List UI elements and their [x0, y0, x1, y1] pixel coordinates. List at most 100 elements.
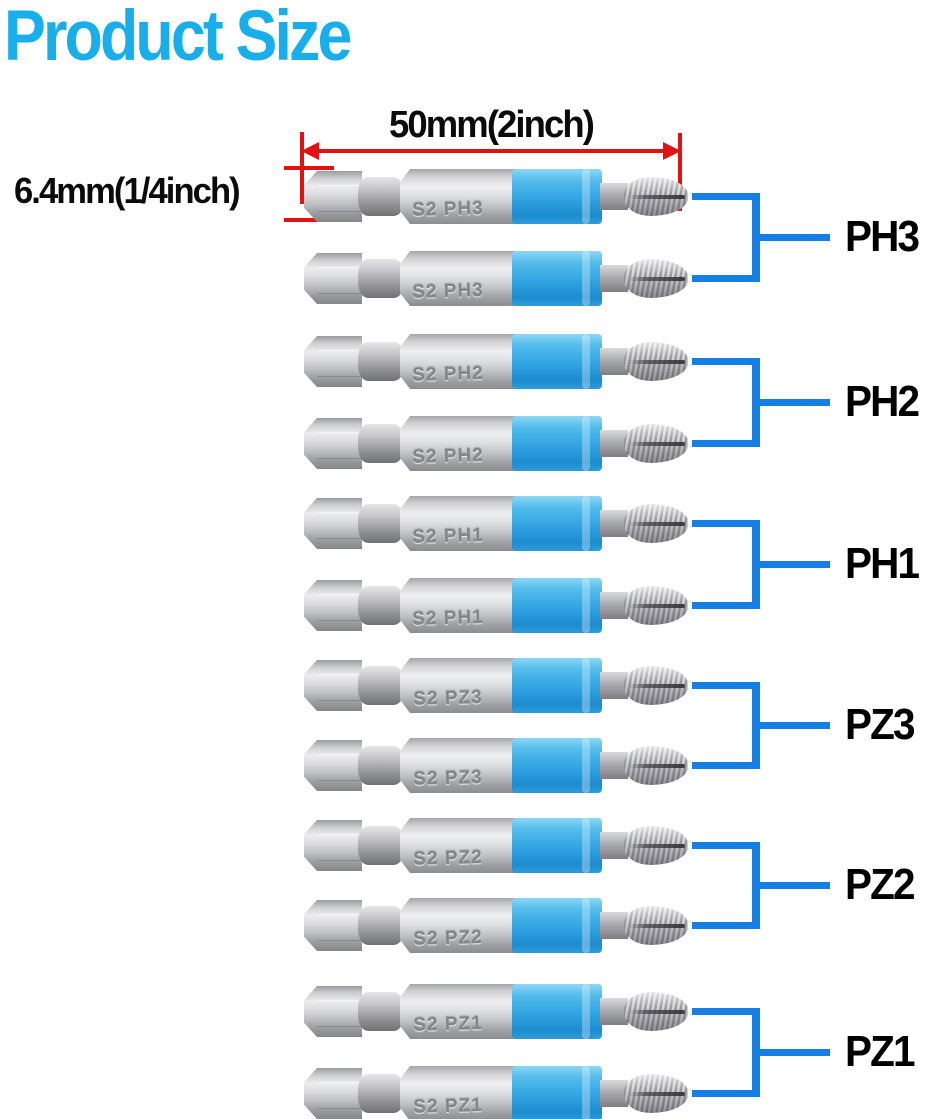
bit-hex-shank — [304, 660, 362, 711]
bit-marking-label: S2 PH1 — [411, 607, 484, 630]
bit-marking-label: S2 PZ2 — [413, 847, 483, 870]
arrowhead-right-icon — [663, 142, 681, 160]
bit-magnetic-ring — [512, 416, 602, 471]
bit-phillips-tip — [624, 906, 688, 945]
bit-neck-groove — [358, 1074, 404, 1113]
bracket-line-bottom — [692, 1090, 756, 1097]
bit-magnetic-ring — [512, 818, 602, 873]
bit-phillips-tip — [624, 746, 688, 785]
bit-hex-shank — [304, 986, 362, 1037]
bit-marking-label: S2 PZ1 — [413, 1013, 483, 1036]
bit-phillips-tip — [624, 504, 688, 543]
bit-body: S2 PH2 — [400, 334, 516, 389]
bit-body: S2 PH1 — [400, 578, 516, 633]
bit-tip-neck — [600, 672, 628, 699]
bracket-line-bottom — [692, 602, 756, 609]
shank-tick-bottom — [284, 218, 334, 222]
bracket-line-top — [692, 520, 756, 527]
bit-body: S2 PZ1 — [400, 984, 516, 1039]
bit-tip-neck — [600, 998, 628, 1025]
bracket-line-bottom — [692, 922, 756, 929]
bracket-line-middle — [752, 561, 830, 568]
bit-phillips-tip — [624, 992, 688, 1031]
bit-body: S2 PH3 — [400, 251, 516, 306]
bit-magnetic-ring — [512, 898, 602, 953]
bit-tip-neck — [600, 832, 628, 859]
bit-magnetic-ring — [512, 658, 602, 713]
bit-body: S2 PH3 — [400, 169, 516, 224]
group-label: PZ2 — [845, 860, 916, 909]
bit-neck-groove — [358, 826, 404, 865]
bracket-line-middle — [752, 722, 830, 729]
bit-magnetic-ring — [512, 738, 602, 793]
bit-neck-groove — [358, 746, 404, 785]
screwdriver-bit: S2 PZ2 — [300, 897, 690, 954]
bit-magnetic-ring — [512, 1066, 602, 1119]
page-title: Product Size — [4, 0, 352, 75]
bracket-line-top — [692, 682, 756, 689]
screwdriver-bit: S2 PH1 — [300, 577, 690, 634]
group-label: PZ1 — [845, 1027, 916, 1076]
screwdriver-bit: S2 PH3 — [300, 250, 690, 307]
bit-hex-shank — [304, 740, 362, 791]
bit-marking-label: S2 PZ3 — [413, 687, 483, 710]
group-label: PH1 — [845, 539, 920, 588]
bit-hex-shank — [304, 336, 362, 387]
screwdriver-bit: S2 PZ2 — [300, 817, 690, 874]
shank-dimension-label: 6.4mm(1/4inch) — [14, 170, 241, 211]
bit-neck-groove — [358, 342, 404, 381]
bit-magnetic-ring — [512, 984, 602, 1039]
bit-body: S2 PZ1 — [400, 1066, 516, 1119]
bit-body: S2 PH1 — [400, 496, 516, 551]
bracket-line-top — [692, 842, 756, 849]
bit-marking-label: S2 PZ2 — [413, 927, 483, 950]
bracket-line-middle — [752, 1049, 830, 1056]
bit-phillips-tip — [624, 342, 688, 381]
bracket-line-middle — [752, 234, 830, 241]
arrowhead-left-icon — [301, 142, 319, 160]
bit-neck-groove — [358, 586, 404, 625]
bit-hex-shank — [304, 171, 362, 222]
bracket-line-top — [692, 1008, 756, 1015]
screwdriver-bit: S2 PH1 — [300, 495, 690, 552]
bit-neck-groove — [358, 177, 404, 216]
bit-tip-neck — [600, 510, 628, 537]
screwdriver-bit: S2 PZ3 — [300, 737, 690, 794]
bit-marking-label: S2 PH1 — [411, 525, 484, 548]
bit-marking-label: S2 PH2 — [411, 363, 484, 386]
bit-tip-neck — [600, 183, 628, 210]
bit-neck-groove — [358, 504, 404, 543]
group-label: PH3 — [845, 212, 920, 261]
bit-tip-neck — [600, 265, 628, 292]
bit-body: S2 PH2 — [400, 416, 516, 471]
bit-phillips-tip — [624, 424, 688, 463]
bit-phillips-tip — [624, 826, 688, 865]
bit-hex-shank — [304, 418, 362, 469]
shank-tick-top — [284, 166, 334, 170]
bit-phillips-tip — [624, 177, 688, 216]
bit-magnetic-ring — [512, 251, 602, 306]
bit-body: S2 PZ3 — [400, 738, 516, 793]
bit-marking-label: S2 PZ1 — [413, 1095, 483, 1118]
screwdriver-bit: S2 PH2 — [300, 333, 690, 390]
bit-hex-shank — [304, 580, 362, 631]
bit-body: S2 PZ3 — [400, 658, 516, 713]
extension-line-right — [678, 133, 682, 211]
bit-marking-label: S2 PZ3 — [413, 767, 483, 790]
screwdriver-bit: S2 PZ1 — [300, 1065, 690, 1119]
bracket-line-middle — [752, 882, 830, 889]
bit-magnetic-ring — [512, 496, 602, 551]
bit-marking-label: S2 PH3 — [411, 198, 484, 221]
bit-tip-neck — [600, 752, 628, 779]
bit-hex-shank — [304, 1068, 362, 1119]
bit-tip-neck — [600, 348, 628, 375]
bit-tip-neck — [600, 1080, 628, 1107]
bit-tip-neck — [600, 912, 628, 939]
bit-hex-shank — [304, 900, 362, 951]
bracket-line-bottom — [692, 440, 756, 447]
bit-magnetic-ring — [512, 578, 602, 633]
bit-tip-neck — [600, 592, 628, 619]
group-label: PH2 — [845, 377, 920, 426]
screwdriver-bit: S2 PZ3 — [300, 657, 690, 714]
